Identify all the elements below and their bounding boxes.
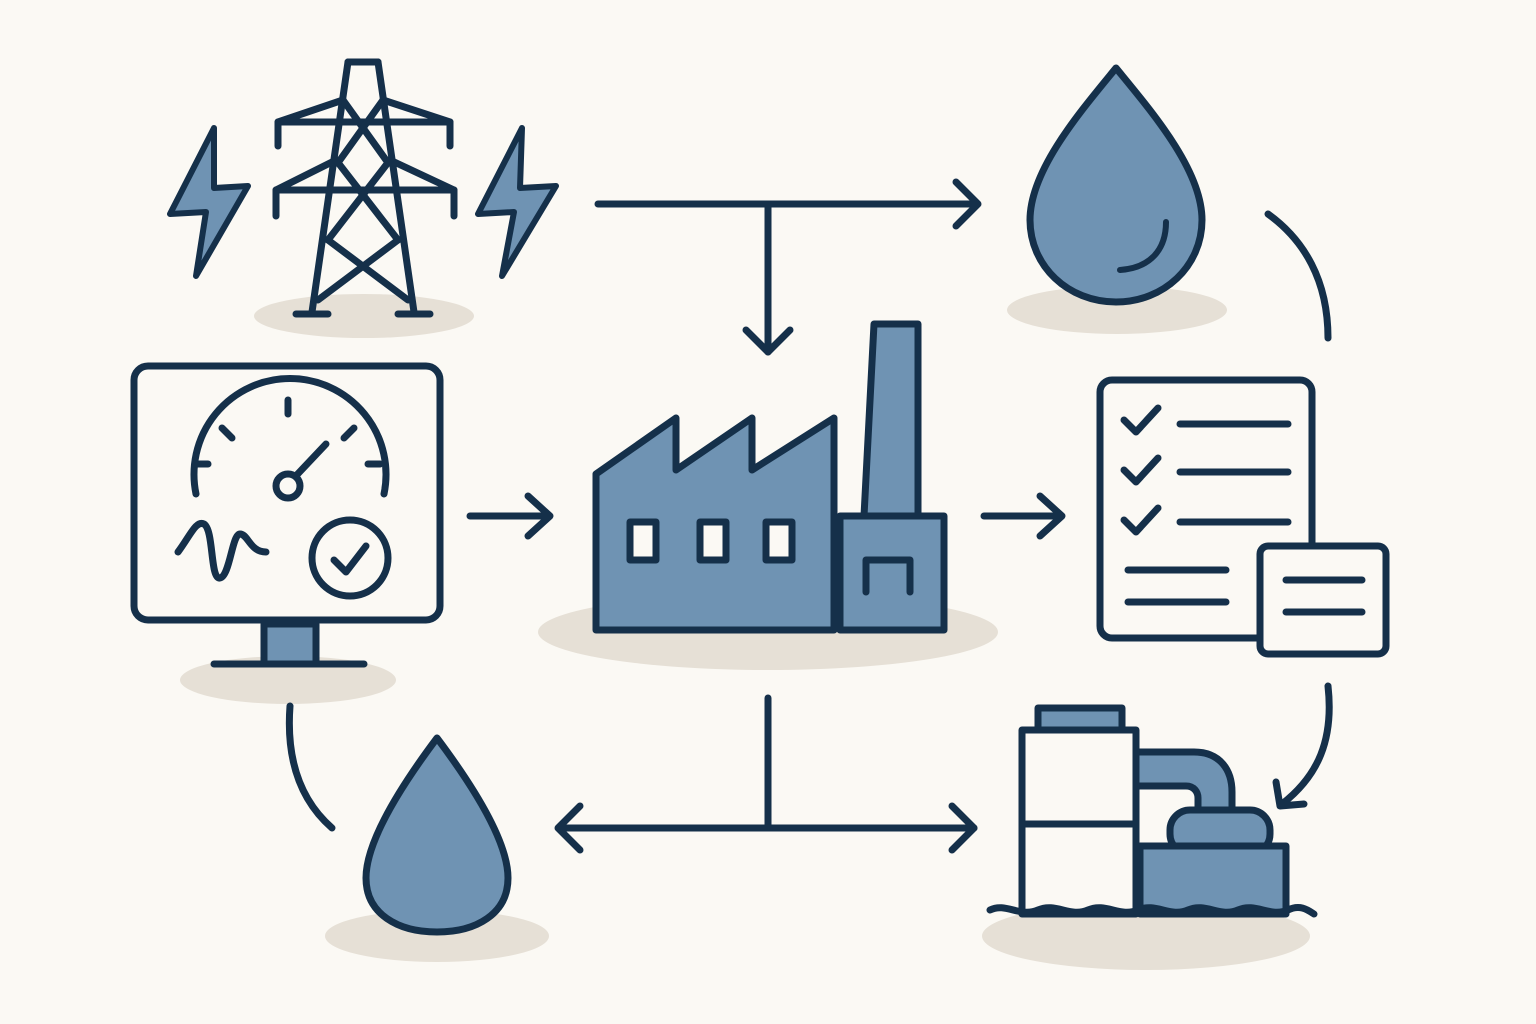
check-circle-icon bbox=[308, 516, 392, 600]
water-drop-top-icon bbox=[1026, 64, 1206, 306]
curve-monitor-to-drop bbox=[285, 702, 336, 832]
factory-annex bbox=[836, 512, 948, 634]
report-card bbox=[1256, 542, 1390, 658]
drop-top-shadow bbox=[1007, 286, 1227, 334]
lightning-icons bbox=[167, 125, 559, 279]
gauge-hub bbox=[272, 470, 304, 502]
curve-drop-to-checklist bbox=[1264, 210, 1332, 342]
factory-window-2 bbox=[696, 518, 730, 564]
water-waves bbox=[986, 904, 1318, 918]
curve-checklist-to-tank bbox=[1278, 682, 1333, 808]
pump-pipe bbox=[1132, 748, 1236, 818]
tank-shadow bbox=[982, 902, 1310, 970]
factory-window-1 bbox=[626, 518, 660, 564]
pylon-shadow bbox=[254, 294, 474, 338]
factory-door bbox=[862, 556, 914, 596]
factory-chimney bbox=[860, 320, 922, 520]
waveform-icon bbox=[174, 519, 270, 582]
lightning-left-icon bbox=[167, 125, 251, 279]
monitor-shadow bbox=[180, 656, 396, 704]
flow-connectors bbox=[285, 178, 1333, 854]
gauge-monitor-icon bbox=[130, 362, 444, 668]
lightning-right-icon bbox=[475, 125, 559, 279]
checklist-icon bbox=[1096, 376, 1390, 658]
transmission-tower-icon bbox=[272, 58, 458, 318]
factory-icon bbox=[592, 320, 948, 634]
pump-base bbox=[1136, 842, 1290, 918]
monitor-stand bbox=[260, 620, 320, 668]
gauge-dial bbox=[190, 375, 390, 498]
tank-pump-icon bbox=[986, 704, 1318, 918]
factory-window-3 bbox=[762, 518, 796, 564]
drop-bottom-shadow bbox=[325, 910, 549, 962]
water-drop-bottom-icon bbox=[362, 734, 512, 936]
